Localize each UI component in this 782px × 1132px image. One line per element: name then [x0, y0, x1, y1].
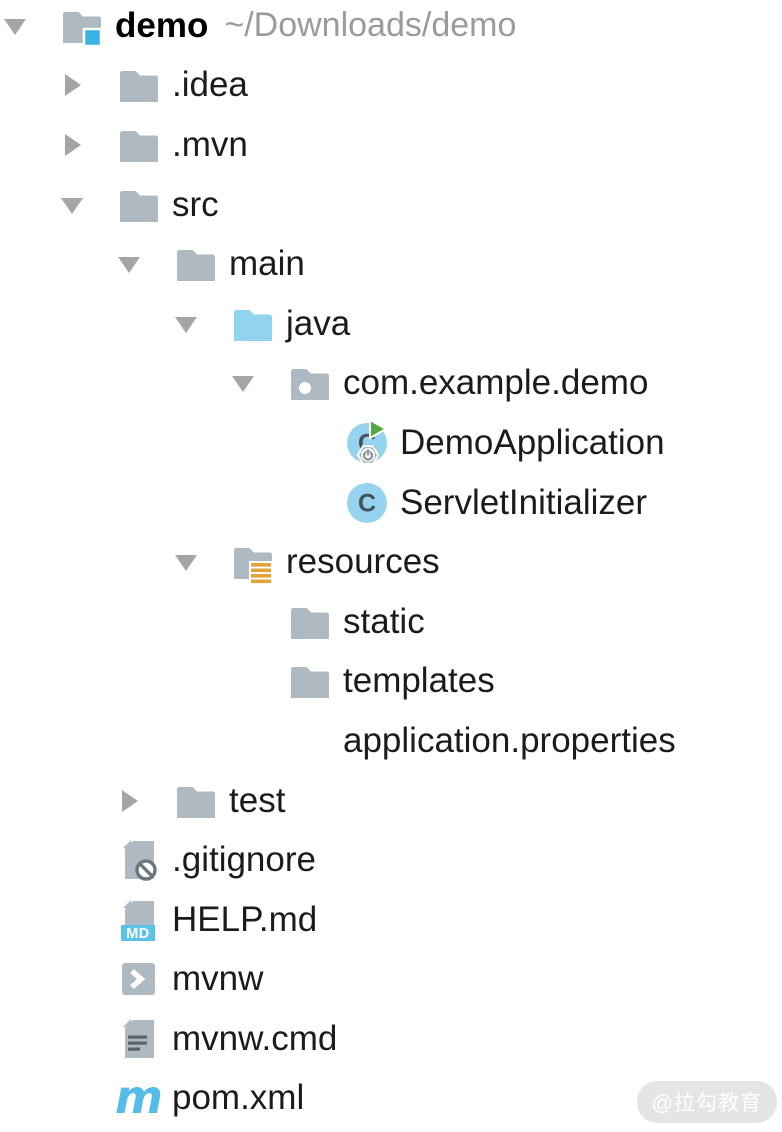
tree-row-servletinitializer[interactable]: C ServletInitializer — [0, 473, 782, 533]
resources-folder-icon — [230, 539, 276, 586]
sources-folder-icon — [230, 301, 276, 347]
tree-row-idea[interactable]: .idea — [0, 56, 782, 116]
chevron-down-icon[interactable] — [174, 312, 230, 336]
tree-item-label: ServletInitializer — [400, 482, 648, 522]
tree-row-help-md[interactable]: MD HELP.md — [0, 890, 782, 950]
tree-row-java[interactable]: java — [0, 294, 782, 354]
shell-script-icon — [116, 956, 162, 1002]
folder-icon — [173, 241, 219, 287]
tree-item-label: com.example.demo — [343, 363, 649, 403]
tree-row-main[interactable]: main — [0, 234, 782, 294]
tree-row-gitignore[interactable]: .gitignore — [0, 830, 782, 890]
chevron-down-icon[interactable] — [60, 193, 116, 217]
chevron-down-icon[interactable] — [174, 550, 230, 574]
project-path: ~/Downloads/demo — [224, 6, 517, 45]
folder-icon — [116, 62, 162, 108]
tree-item-label: pom.xml — [172, 1078, 305, 1118]
folder-icon — [116, 122, 162, 168]
tree-item-label: templates — [343, 661, 495, 701]
folder-icon — [287, 658, 333, 704]
tree-row-mvnw-cmd[interactable]: mvnw.cmd — [0, 1009, 782, 1069]
tree-row-test[interactable]: test — [0, 771, 782, 831]
tree-item-label: .gitignore — [172, 840, 316, 880]
chevron-right-icon[interactable] — [60, 73, 116, 97]
markdown-file-icon: MD — [116, 897, 162, 943]
ignored-file-icon — [116, 837, 162, 883]
tree-item-label: .mvn — [172, 124, 248, 164]
svg-text:MD: MD — [126, 926, 150, 942]
tree-item-label: src — [172, 184, 219, 224]
tree-row-templates[interactable]: templates — [0, 652, 782, 712]
tree-row-com-example-demo[interactable]: com.example.demo — [0, 354, 782, 414]
tree-row-mvnw[interactable]: mvnw — [0, 950, 782, 1010]
tree-row-mvn[interactable]: .mvn — [0, 115, 782, 175]
text-file-icon — [116, 1016, 162, 1062]
watermark: @拉勾教育 — [636, 1081, 777, 1123]
chevron-down-icon[interactable] — [231, 371, 287, 395]
tree-item-label: java — [286, 303, 351, 343]
chevron-down-icon[interactable] — [3, 14, 59, 38]
tree-row-resources[interactable]: resources — [0, 532, 782, 592]
chevron-right-icon[interactable] — [60, 133, 116, 157]
maven-file-icon: m — [115, 1070, 163, 1124]
tree-item-label: resources — [286, 542, 440, 582]
tree-item-label: application.properties — [343, 720, 676, 760]
svg-text:C: C — [358, 489, 376, 517]
project-folder-icon — [59, 3, 105, 49]
tree-row-static[interactable]: static — [0, 592, 782, 652]
tree-item-label: mvnw — [172, 959, 264, 999]
tree-row-src[interactable]: src — [0, 175, 782, 235]
folder-icon — [173, 778, 219, 824]
tree-item-label: demo — [115, 5, 209, 45]
tree-item-label: static — [343, 601, 425, 641]
tree-item-label: test — [229, 780, 286, 820]
tree-item-label: .idea — [172, 65, 248, 105]
chevron-right-icon[interactable] — [117, 789, 173, 813]
class-runnable-icon: C — [344, 418, 390, 466]
chevron-down-icon[interactable] — [117, 252, 173, 276]
spring-config-icon: undefined — [287, 718, 333, 764]
folder-icon — [287, 599, 333, 645]
tree-row-demo[interactable]: demo ~/Downloads/demo — [0, 0, 782, 56]
package-icon — [287, 360, 333, 406]
tree-item-label: DemoApplication — [400, 422, 665, 462]
tree-item-label: main — [229, 244, 305, 284]
svg-text:m: m — [115, 1070, 163, 1124]
tree-row-application-properties[interactable]: undefinedapplication.properties — [0, 711, 782, 771]
tree-item-label: mvnw.cmd — [172, 1018, 338, 1058]
class-icon: C — [344, 480, 390, 526]
folder-icon — [116, 182, 162, 228]
tree-item-label: HELP.md — [172, 899, 318, 939]
